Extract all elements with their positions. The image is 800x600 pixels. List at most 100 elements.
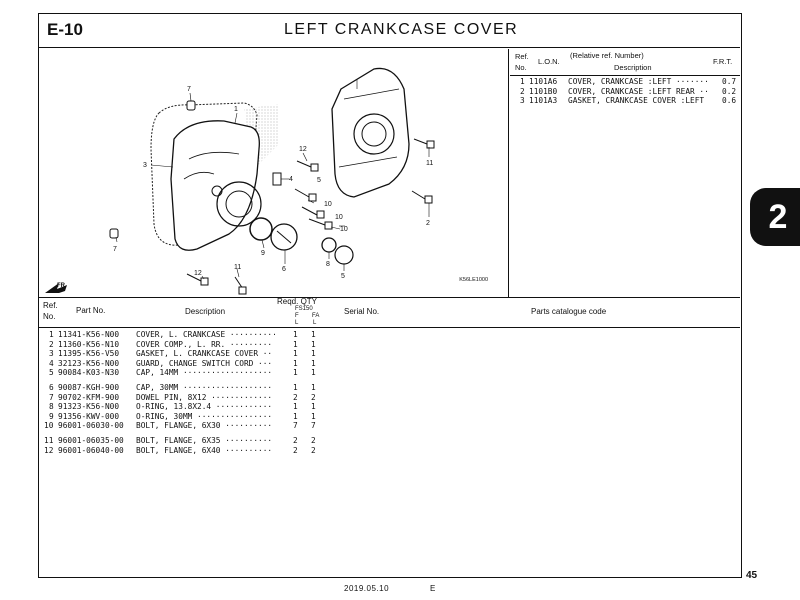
ref-no: 12 [44, 445, 54, 455]
qty-fa: 1 [311, 349, 316, 359]
callout-5b: 5 [341, 273, 345, 280]
ref-no: 6 [49, 382, 54, 392]
part-no: 91323-K56-N00 [58, 402, 120, 412]
qty-f: 2 [293, 392, 298, 402]
callout-10a: 10 [324, 201, 332, 208]
part-description: BOLT, FLANGE, 6X40 ·········· [136, 445, 273, 455]
part-description: GUARD, CHANGE SWITCH CORD ··· [136, 358, 273, 368]
part-description: COVER COMP., L. RR. ········· [136, 339, 273, 349]
part-description: BOLT, FLANGE, 6X30 ·········· [136, 421, 273, 431]
callout-9: 9 [261, 250, 265, 257]
qty-fa: 2 [311, 392, 316, 402]
model-code-header: FS150 [295, 306, 313, 312]
section-tab: 2 [750, 188, 800, 246]
ref-no: 10 [44, 421, 54, 431]
callout-12b: 12 [194, 270, 202, 277]
part-no-header: Part No. [76, 306, 106, 315]
rel-ref-no-line1: Ref. [515, 52, 529, 61]
callout-7a: 7 [187, 86, 191, 93]
part-no: 11395-K56-V50 [58, 349, 120, 359]
part-no: 11360-K56-N10 [58, 339, 120, 349]
crankcase-cover [170, 120, 260, 251]
relative-parts-table: Ref. No. L.O.N. (Relative ref. Number) D… [510, 49, 740, 297]
qty-fa: 1 [311, 411, 316, 421]
part-description: GASKET, L. CRANKCASE COVER ·· [136, 349, 273, 359]
qty-f: 2 [293, 435, 298, 445]
qty-f: 1 [293, 402, 298, 412]
callout-10c: 10 [335, 214, 343, 221]
catalogue-page-frame: E-10 LEFT CRANKCASE COVER [38, 13, 742, 578]
part-no: 90087-KGH-900 [58, 382, 120, 392]
qty-f: 1 [293, 358, 298, 368]
issue-date: 2019.05.10 [344, 584, 390, 593]
callout-8: 8 [326, 261, 330, 268]
callout-1: 1 [234, 106, 238, 113]
exploded-view-drawing: 7 1 3 7 12 10 4 5 10 10 9 6 8 5 12 11 11… [45, 67, 435, 295]
ref-no: 9 [49, 411, 54, 421]
rear-cover [331, 67, 410, 198]
ref-no: 7 [49, 392, 54, 402]
qty-fa: 1 [311, 358, 316, 368]
qty-f: 7 [293, 421, 298, 431]
description-header: Description [185, 307, 226, 316]
rel-ref-no: 1 [520, 77, 525, 86]
ref-no: 1 [49, 330, 54, 339]
cap-14mm [334, 245, 354, 265]
qty-col-fa-l: L [313, 320, 317, 326]
rel-description-header: Description [614, 63, 652, 72]
part-description: O-RING, 13.8X2.4 ············ [136, 402, 273, 412]
qty-fa: 1 [311, 402, 316, 412]
rel-frt: 0.7 [722, 77, 737, 86]
qty-col-fa-header: FA [312, 313, 320, 319]
part-no: 96001-06040-00 [58, 445, 124, 455]
qty-f: 1 [293, 349, 298, 359]
qty-fa: 1 [311, 368, 316, 378]
rel-description: COVER, CRANKCASE :LEFT REAR ·· [568, 86, 709, 96]
rel-ref-no: 3 [520, 96, 525, 105]
callout-5a: 5 [317, 177, 321, 184]
ref-no: 3 [49, 349, 54, 359]
part-description: COVER, L. CRANKCASE ·········· [136, 330, 277, 339]
serial-no-header: Serial No. [344, 307, 380, 316]
leader-lines [115, 79, 430, 280]
rel-lon-header: L.O.N. [538, 57, 560, 66]
relative-parts-header: Ref. No. L.O.N. (Relative ref. Number) D… [510, 49, 740, 76]
qty-fa: 1 [311, 330, 316, 339]
part-description: O-RING, 30MM ················ [136, 411, 273, 421]
rel-ref-no-line2: No. [515, 63, 527, 72]
o-ring-13-8 [321, 237, 337, 253]
front-direction-label: FR. [57, 283, 67, 289]
language-code: E [430, 584, 436, 593]
callout-4: 4 [289, 176, 293, 183]
ref-no: 5 [49, 368, 54, 378]
part-no: 32123-K56-N00 [58, 358, 120, 368]
rel-description: COVER, CRANKCASE :LEFT ······· [568, 77, 709, 86]
parts-list-header: Ref. No. Part No. Description Reqd. QTY … [39, 297, 740, 328]
qty-fa: 1 [311, 382, 316, 392]
qty-f: 1 [293, 330, 298, 339]
qty-col-f-l: L [295, 320, 299, 326]
callout-7b: 7 [113, 246, 117, 253]
reqd-qty-header: Reqd. QTY [277, 297, 318, 306]
cover-boss [216, 181, 262, 227]
o-ring-30mm [249, 217, 273, 241]
qty-f: 1 [293, 382, 298, 392]
qty-f: 1 [293, 339, 298, 349]
qty-fa: 7 [311, 421, 316, 431]
callout-3: 3 [143, 162, 147, 169]
catalogue-code-header: Parts catalogue code [531, 307, 607, 316]
ref-no-header-line2: No. [43, 312, 56, 321]
part-description: DOWEL PIN, 8X12 ············· [136, 392, 273, 402]
